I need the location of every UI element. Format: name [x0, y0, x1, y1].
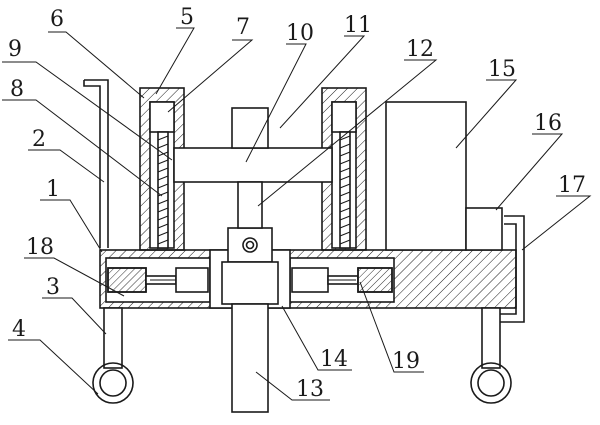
label-7: 7 [236, 15, 250, 40]
label-19: 19 [392, 349, 420, 374]
label-2: 2 [32, 127, 46, 152]
label-12: 12 [406, 37, 434, 62]
label-6: 6 [50, 7, 64, 32]
right-actuator [291, 267, 393, 293]
right-screw-thread [339, 135, 351, 245]
probe [231, 303, 269, 413]
label-13: 13 [296, 377, 324, 402]
label-1: 1 [46, 177, 60, 202]
wheels [92, 362, 512, 404]
legs [103, 307, 501, 369]
part-labels: 6 5 7 9 10 11 12 15 8 16 2 17 1 18 3 4 1… [8, 5, 586, 402]
label-16: 16 [534, 111, 562, 136]
left-screw-thread [157, 135, 169, 245]
small-box [465, 207, 503, 251]
side-bracket [490, 215, 525, 323]
center-rod [237, 181, 263, 229]
label-10: 10 [286, 21, 314, 46]
label-8: 8 [10, 77, 24, 102]
label-18: 18 [26, 235, 54, 260]
label-15: 15 [488, 57, 516, 82]
label-9: 9 [8, 37, 22, 62]
label-17: 17 [558, 173, 586, 198]
control-box [385, 101, 467, 251]
right-column [321, 87, 367, 251]
label-14: 14 [320, 347, 348, 372]
left-column [139, 87, 185, 251]
label-11: 11 [344, 13, 372, 38]
crossbar [173, 107, 333, 183]
label-4: 4 [12, 317, 26, 342]
center-connector [221, 227, 279, 305]
left-actuator [107, 267, 209, 293]
handle [83, 79, 109, 248]
label-5: 5 [180, 5, 194, 30]
leader-lines [2, 27, 592, 401]
label-3: 3 [46, 275, 60, 300]
